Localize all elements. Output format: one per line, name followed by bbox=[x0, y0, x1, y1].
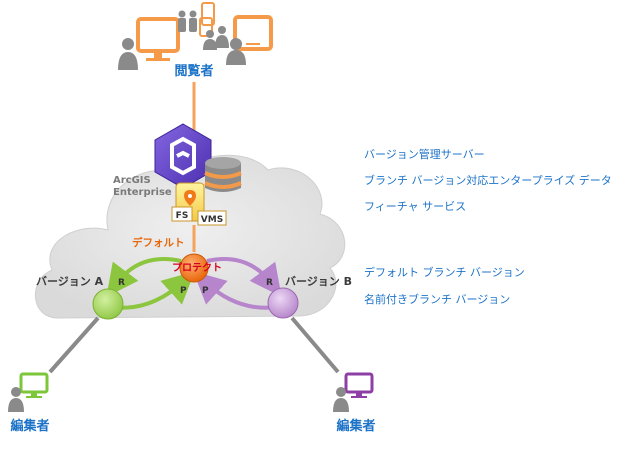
version-a-reconcile-marker: R bbox=[118, 278, 125, 288]
version-a-label: バージョン A bbox=[36, 275, 104, 288]
legend-named-branch: 名前付きブランチ バージョン bbox=[364, 293, 511, 306]
viewer-group-people-icon bbox=[178, 2, 229, 50]
fs-label: FS bbox=[176, 211, 189, 221]
viewers-group: 閲覧者 bbox=[118, 2, 273, 79]
version-b-label: バージョン B bbox=[285, 275, 352, 288]
legend-default-branch: デフォルト ブランチ バージョン bbox=[364, 266, 525, 279]
viewers-label: 閲覧者 bbox=[174, 63, 213, 79]
editor-left-label: 編集者 bbox=[10, 418, 49, 434]
version-server-hexagon-icon bbox=[154, 123, 212, 189]
reconcile-arrow-b bbox=[206, 257, 282, 297]
protect-label: プロテクト bbox=[172, 261, 222, 274]
reconcile-arrow-a bbox=[106, 257, 182, 297]
viewer-tablet-icon bbox=[226, 15, 273, 65]
feature-service-icon: FS VMS bbox=[171, 182, 227, 226]
editor-right-label: 編集者 bbox=[336, 418, 375, 434]
default-branch-node bbox=[179, 253, 209, 283]
version-a-node bbox=[92, 288, 124, 320]
version-b-node bbox=[267, 287, 299, 319]
viewer-desktop-icon bbox=[118, 17, 180, 70]
version-a-post-marker: P bbox=[180, 286, 187, 296]
enterprise-database-icon bbox=[204, 157, 242, 192]
default-version-label: デフォルト bbox=[132, 236, 185, 249]
vms-label: VMS bbox=[201, 215, 223, 225]
editor-right-desktop-icon bbox=[333, 372, 374, 412]
arcgis-title-line1: ArcGIS bbox=[113, 175, 151, 186]
editor-left-connection-line bbox=[48, 316, 100, 374]
legend-feature-service: フィーチャ サービス bbox=[364, 200, 467, 213]
legend-branch-data: ブランチ バージョン対応エンタープライズ データ bbox=[364, 174, 612, 187]
version-b-post-marker: P bbox=[202, 286, 209, 296]
version-b-reconcile-marker: R bbox=[266, 278, 273, 288]
editor-right-connection-line bbox=[290, 316, 340, 374]
editor-left-desktop-icon bbox=[8, 372, 49, 412]
arcgis-title-line2: Enterprise bbox=[113, 187, 172, 198]
legend-version-server: バージョン管理サーバー bbox=[364, 148, 485, 161]
